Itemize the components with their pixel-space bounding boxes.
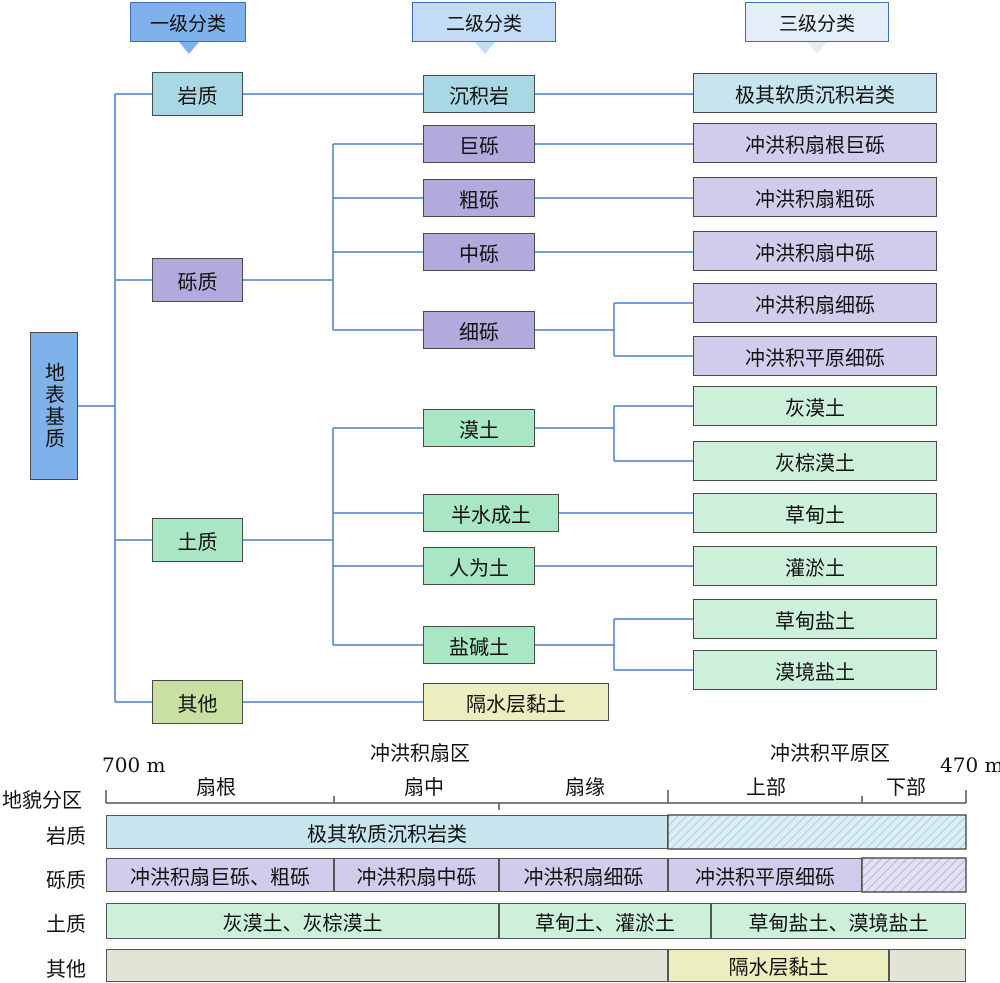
l3-grey-desert: 灰漠土 [693, 386, 937, 426]
rock-bar-soft: 极其软质沉积岩类 [106, 815, 668, 849]
l3-medium: 冲洪积扇中砾 [693, 231, 937, 271]
zone-row-label: 地貌分区 [2, 788, 82, 812]
zone-lower: 下部 [886, 775, 926, 799]
zone-upper: 上部 [746, 775, 786, 799]
header-level1-box: 一级分类 [130, 2, 246, 42]
l3-grey-brown: 灰棕漠土 [693, 441, 937, 481]
l2-semi: 半水成土 [423, 494, 559, 532]
row-label-rock: 岩质 [46, 824, 86, 848]
gravel-bar-1: 冲洪积扇巨砾、粗砾 [106, 858, 334, 892]
down-arrow-icon [807, 42, 827, 54]
row-label-other: 其他 [46, 957, 86, 981]
l2-clay: 隔水层黏土 [423, 683, 609, 721]
elev-right: 470 m [940, 753, 1000, 777]
l3-irrigated: 灌淤土 [693, 546, 937, 586]
soil-bar-1: 灰漠土、灰棕漠土 [106, 903, 499, 939]
other-bar-empty-left [106, 949, 668, 982]
l3-desert-saline: 漠境盐土 [693, 650, 937, 690]
l2-desert: 漠土 [423, 409, 535, 447]
rock-hatch-cell [667, 814, 967, 850]
gravel-bar-3: 冲洪积扇细砾 [499, 858, 668, 892]
down-arrow-icon [475, 42, 495, 54]
other-bar-empty-right [889, 949, 966, 982]
l3-soft-rock: 极其软质沉积岩类 [693, 73, 937, 113]
l3-root-giant: 冲洪积扇根巨砾 [693, 123, 937, 163]
l3-meadow: 草甸土 [693, 493, 937, 533]
elev-left: 700 m [102, 753, 166, 777]
down-arrow-icon [179, 42, 199, 54]
zone-fan-edge: 扇缘 [565, 775, 605, 799]
gravel-bar-2: 冲洪积扇中砾 [334, 858, 499, 892]
header-level2-box: 二级分类 [412, 2, 556, 42]
gravel-hatch-cell [861, 857, 967, 893]
l3-coarse: 冲洪积扇粗砾 [693, 177, 937, 217]
soil-bar-2: 草甸土、灌淤土 [499, 903, 711, 939]
header-level3-box: 三级分类 [745, 2, 889, 42]
row-label-soil: 土质 [46, 912, 86, 936]
l2-giant: 巨砾 [423, 125, 535, 163]
l2-coarse: 粗砾 [423, 179, 535, 217]
l3-meadow-saline: 草甸盐土 [693, 599, 937, 639]
l1-soil: 土质 [152, 518, 243, 562]
row-label-gravel: 砾质 [46, 868, 86, 892]
l3-fine-fan: 冲洪积扇细砾 [693, 283, 937, 323]
l2-anthro: 人为土 [423, 547, 535, 585]
gravel-bar-4: 冲洪积平原细砾 [668, 858, 862, 892]
l2-saline: 盐碱土 [423, 626, 535, 664]
l3-fine-plain: 冲洪积平原细砾 [693, 336, 937, 376]
l2-medium: 中砾 [423, 233, 535, 271]
zone-fan-root: 扇根 [196, 775, 236, 799]
l1-gravel: 砾质 [152, 258, 243, 302]
soil-bar-3: 草甸盐土、漠境盐土 [711, 903, 966, 939]
l1-rock: 岩质 [152, 72, 243, 116]
root-node: 地表基质 [30, 332, 78, 480]
region-plain: 冲洪积平原区 [770, 741, 890, 765]
other-bar-clay: 隔水层黏土 [668, 949, 889, 982]
l1-other: 其他 [152, 680, 243, 724]
region-fan: 冲洪积扇区 [370, 741, 470, 765]
l2-sediment: 沉积岩 [423, 75, 535, 113]
l2-fine: 细砾 [423, 311, 535, 349]
zone-fan-mid: 扇中 [404, 775, 444, 799]
